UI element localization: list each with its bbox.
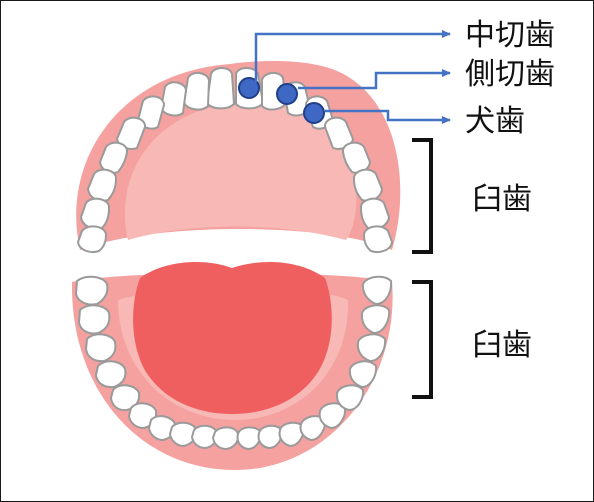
canine-leader	[325, 109, 451, 124]
upper-tooth	[362, 225, 394, 253]
lateral-incisor-marker	[276, 83, 298, 105]
canine-marker	[303, 102, 325, 124]
central-incisor-marker	[238, 77, 260, 99]
lower-molar-bracket	[412, 280, 433, 399]
upper-tooth	[86, 168, 117, 202]
lower-jaw	[71, 262, 393, 470]
lower-tooth	[348, 360, 378, 389]
upper-tooth	[76, 225, 108, 253]
lateral-incisor-label: 側切歯	[465, 57, 555, 92]
lower-tooth	[77, 304, 111, 335]
labels: 中切歯 側切歯 犬歯 臼歯 臼歯	[465, 18, 555, 363]
upper-tooth	[360, 197, 391, 230]
upper-tooth	[324, 116, 355, 150]
upper-palate	[124, 103, 357, 241]
lower-tooth	[318, 402, 347, 430]
lower-tooth	[211, 426, 240, 451]
upper-tooth	[182, 72, 211, 111]
lower-tooth	[190, 424, 219, 450]
tongue	[133, 262, 332, 414]
lower-tooth	[257, 424, 284, 450]
tooth-markers	[238, 77, 325, 124]
canine-label: 犬歯	[465, 104, 525, 139]
lower-tooth	[84, 333, 117, 363]
lower-tooth	[299, 415, 327, 442]
upper-tooth	[205, 67, 236, 110]
lower-tooth	[360, 304, 391, 335]
central-incisor-leader	[254, 30, 451, 82]
upper-molar-label: 臼歯	[472, 182, 532, 217]
lower-tooth	[335, 384, 365, 412]
lower-teeth	[74, 275, 393, 451]
upper-tooth	[79, 197, 110, 230]
lower-tooth	[236, 426, 263, 451]
lower-tooth	[74, 275, 109, 306]
lower-tooth	[94, 360, 127, 389]
central-incisor-label: 中切歯	[465, 18, 555, 53]
brackets	[412, 138, 433, 399]
leader-lines	[254, 30, 451, 124]
lower-tooth	[278, 421, 306, 448]
lower-tooth	[361, 275, 393, 306]
upper-molar-bracket	[412, 138, 433, 254]
lower-tooth	[356, 333, 387, 363]
upper-tooth	[159, 81, 188, 117]
lower-molar-label: 臼歯	[472, 328, 532, 363]
lateral-incisor-leader	[298, 69, 451, 90]
